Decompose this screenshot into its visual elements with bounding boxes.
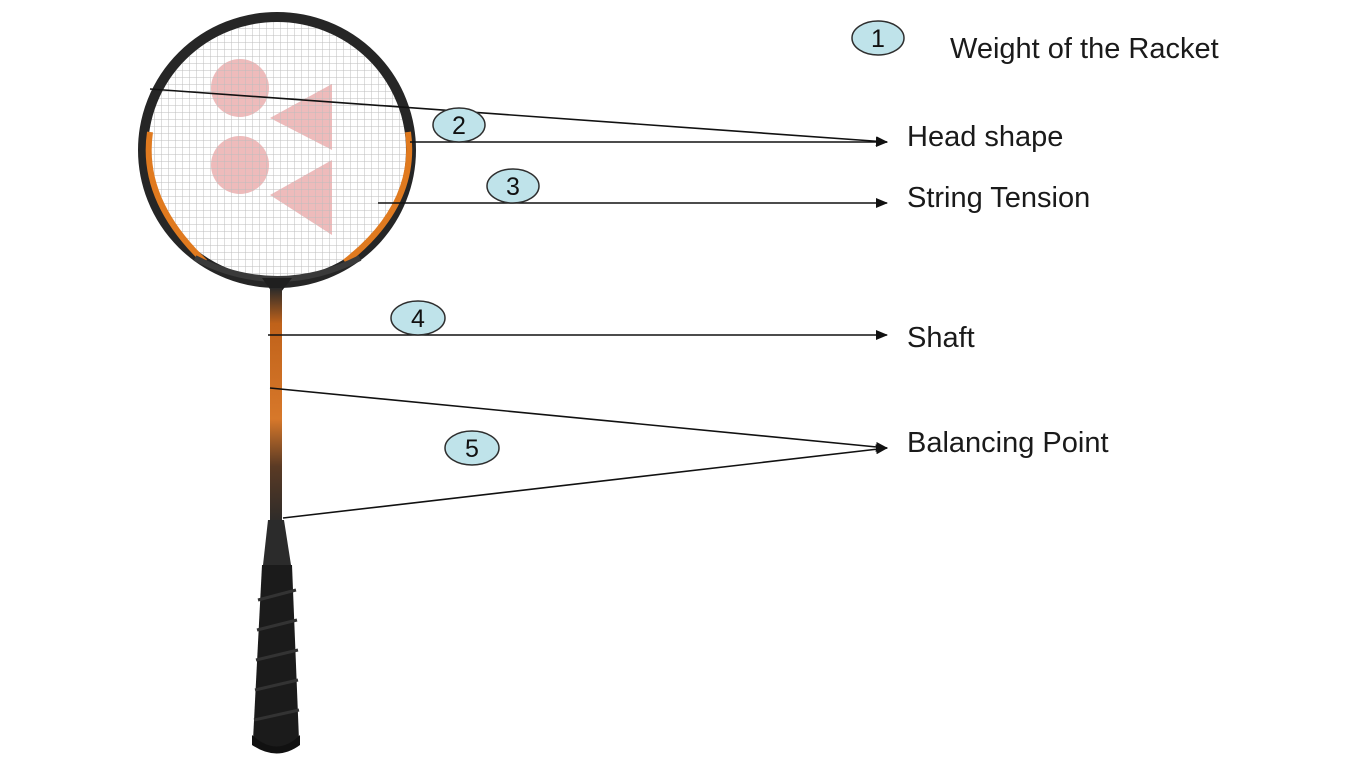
leader-balance-b [282,444,888,519]
racket-shaft [270,288,282,526]
label-shaft: Shaft [907,322,975,354]
badge-3: 3 [486,168,540,204]
badge-1: 1 [851,20,905,56]
leader-lines [149,88,888,519]
leader-balance-a [269,387,888,452]
badge-3-number: 3 [506,173,520,201]
brand-logo-icon [147,22,407,278]
badminton-racket-icon [138,12,416,754]
badge-4: 4 [390,300,446,336]
label-string-tension: String Tension [907,182,1090,214]
racket-throat [262,278,292,292]
racket-grip [252,565,300,754]
badge-2-number: 2 [452,112,466,140]
racket-handle-neck [263,520,291,565]
label-balancing-point: Balancing Point [907,427,1109,459]
badge-5-number: 5 [465,435,479,463]
badge-2: 2 [432,107,486,143]
label-head-shape: Head shape [907,121,1063,153]
badge-5: 5 [444,430,500,466]
badge-4-number: 4 [411,305,425,333]
leader-head-shape-a [149,88,888,147]
badge-1-number: 1 [871,25,885,53]
label-weight: Weight of the Racket [950,33,1219,65]
